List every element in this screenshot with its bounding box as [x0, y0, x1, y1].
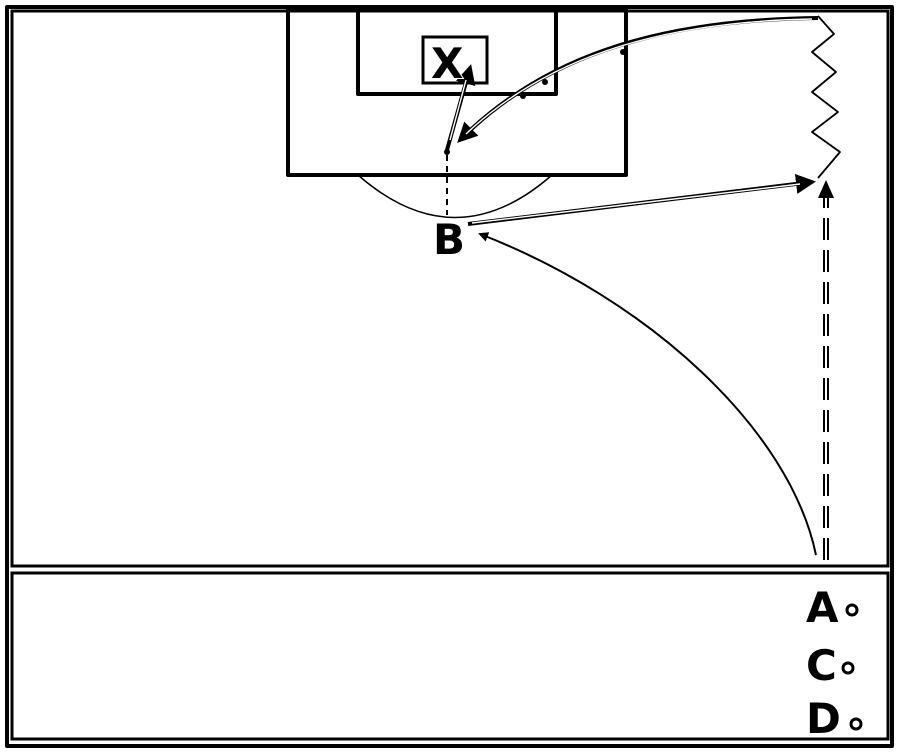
- player-c-label: C: [806, 641, 837, 690]
- play-lines: [444, 15, 841, 560]
- outer-boundary: [5, 5, 894, 748]
- player-labels: X B A C D: [430, 38, 863, 744]
- player-d-marker: [849, 717, 863, 731]
- player-d-label: D: [806, 694, 841, 743]
- player-x-label: X: [431, 39, 463, 88]
- cut-arrow-head: [818, 180, 834, 198]
- court-lines: [5, 5, 894, 748]
- curved-pass-to-lane: [457, 16, 819, 143]
- player-c-marker: [841, 661, 855, 675]
- pass-line-b-to-wing-inner: [471, 183, 801, 224]
- dribble-zigzag: [811, 15, 841, 179]
- curved-cut-to-b: [478, 232, 817, 556]
- bench-area: [10, 571, 890, 741]
- player-b-label: B: [433, 215, 465, 264]
- free-throw-arc: [357, 174, 553, 219]
- player-a-label: A: [806, 583, 839, 632]
- node-lane-3: [520, 93, 526, 99]
- inner-lane: [356, 6, 558, 96]
- backboard-box: [421, 35, 489, 85]
- node-lane-2: [542, 79, 548, 85]
- node-lane-4: [444, 149, 450, 155]
- court-boundary: [10, 9, 890, 568]
- player-a-marker: [845, 603, 859, 617]
- curved-pass-to-lane-inner: [465, 18, 813, 135]
- key-lane: [286, 6, 628, 177]
- node-lane-1: [620, 49, 626, 55]
- cut-line-to-x-inner: [449, 79, 467, 141]
